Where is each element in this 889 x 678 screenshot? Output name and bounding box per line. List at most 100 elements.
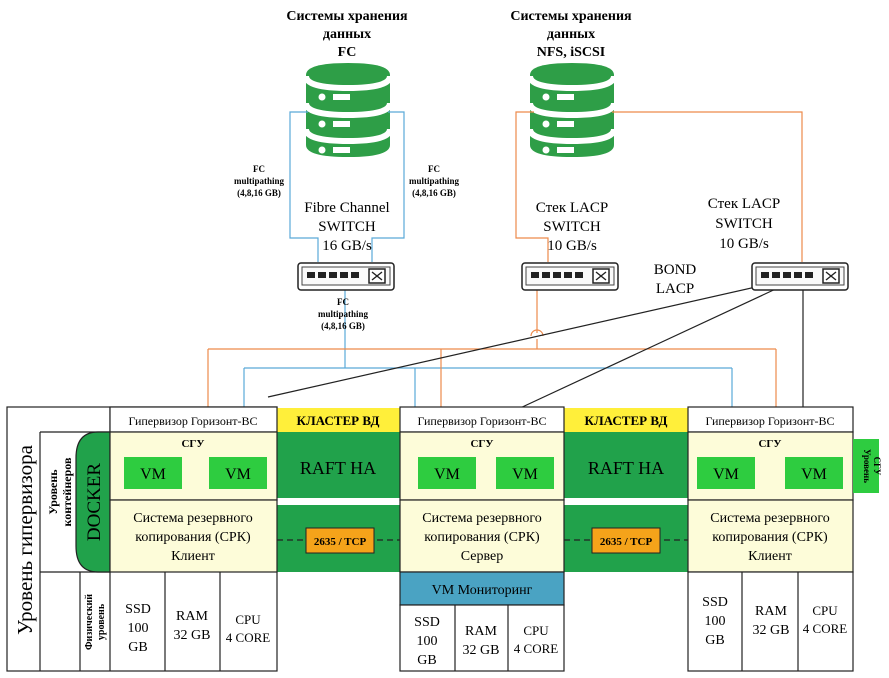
- port-label-left: 2635 / TCP: [314, 536, 367, 548]
- host-2-sgu-label: СГУ: [470, 438, 493, 450]
- svg-text:FC: FC: [428, 164, 440, 174]
- containers-level-label: Уровень контейнеров: [46, 457, 74, 526]
- svg-text:Система резервного: Система резервного: [133, 511, 252, 526]
- port-label-right: 2635 / TCP: [600, 536, 653, 548]
- svg-text:SWITCH: SWITCH: [318, 219, 376, 235]
- bond-lacp-label: BOND LACP: [654, 262, 697, 297]
- svg-text:multipathing: multipathing: [409, 176, 460, 186]
- host-2-cpu: CPU 4 CORE: [514, 623, 558, 656]
- sgu-level-side-bg: [853, 439, 879, 493]
- svg-text:SWITCH: SWITCH: [715, 216, 773, 232]
- host-1: Гипервизор Горизонт-ВС СГУ VM VM Система…: [109, 406, 278, 671]
- host-1-hypervisor-label: Гипервизор Горизонт-ВС: [128, 414, 257, 428]
- fc-multipath-right-label: FC multipathing (4,8,16 GB): [409, 164, 460, 198]
- svg-text:4 CORE: 4 CORE: [226, 630, 270, 645]
- svg-text:RAM: RAM: [465, 624, 497, 639]
- svg-text:16 GB/s: 16 GB/s: [322, 238, 372, 254]
- host-3-ram: RAM 32 GB: [753, 604, 790, 638]
- svg-text:4 CORE: 4 CORE: [514, 641, 558, 656]
- svg-text:Клиент: Клиент: [171, 549, 215, 564]
- fc-switch-icon: [297, 262, 395, 291]
- host-2-ssd: SSD 100 GB: [414, 615, 440, 668]
- svg-text:(4,8,16 GB): (4,8,16 GB): [321, 321, 365, 331]
- svg-text:Уровень: Уровень: [862, 449, 872, 483]
- fc-multipath-bottom-label: FC multipathing (4,8,16 GB): [318, 297, 369, 331]
- svg-text:VM: VM: [512, 466, 538, 483]
- svg-text:100: 100: [417, 634, 438, 649]
- host-2: Гипервизор Горизонт-ВС СГУ VM VM Система…: [399, 406, 565, 672]
- fc-multipath-left-label: FC multipathing (4,8,16 GB): [234, 164, 285, 198]
- lacp-switch-2-icon: [751, 262, 849, 291]
- nfs-storage-title-1: Системы хранения: [510, 9, 632, 24]
- docker-shape: [75, 431, 111, 573]
- svg-text:СГУ: СГУ: [872, 457, 882, 476]
- svg-text:multipathing: multipathing: [318, 309, 369, 319]
- svg-text:10 GB/s: 10 GB/s: [719, 236, 769, 252]
- fc-storage-title-2: данных: [323, 27, 371, 42]
- svg-text:GB: GB: [417, 653, 436, 668]
- svg-text:Стек LACP: Стек LACP: [536, 200, 608, 216]
- svg-text:32 GB: 32 GB: [463, 643, 500, 658]
- svg-text:multipathing: multipathing: [234, 176, 285, 186]
- svg-text:FC: FC: [337, 297, 349, 307]
- monitoring-vm-label: VM Мониторинг: [432, 583, 533, 598]
- svg-text:100: 100: [128, 621, 149, 636]
- cluster-label-right: КЛАСТЕР ВД: [585, 413, 668, 428]
- host-1-vm-2: [209, 457, 267, 489]
- nfs-links: [207, 111, 803, 409]
- svg-text:копирования (СРК): копирования (СРК): [424, 530, 540, 545]
- host-3: Гипервизор Горизонт-ВС СГУ VM VM Система…: [687, 406, 854, 672]
- host-1-ram: RAM 32 GB: [174, 609, 211, 643]
- cluster-label-left-bg: [277, 408, 400, 432]
- host-2-hypervisor-label: Гипервизор Горизонт-ВС: [417, 414, 546, 428]
- svg-text:4 CORE: 4 CORE: [803, 621, 847, 636]
- svg-text:(4,8,16 GB): (4,8,16 GB): [412, 188, 456, 198]
- svg-text:VM: VM: [801, 466, 827, 483]
- host-2-vm-2: [496, 457, 554, 489]
- svg-text:BOND: BOND: [654, 262, 697, 278]
- svg-text:FC: FC: [253, 164, 265, 174]
- svg-text:Стек LACP: Стек LACP: [708, 196, 780, 212]
- host-1-vm-1: [124, 457, 182, 489]
- bond-links: [267, 279, 804, 410]
- svg-text:Система резервного: Система резервного: [710, 511, 829, 526]
- nfs-storage-database-icon: [530, 63, 614, 157]
- svg-text:копирования (СРК): копирования (СРК): [712, 530, 828, 545]
- svg-text:SSD: SSD: [702, 595, 728, 610]
- svg-text:Физический: Физический: [84, 594, 95, 650]
- svg-text:10 GB/s: 10 GB/s: [547, 238, 597, 254]
- svg-text:Fibre Channel: Fibre Channel: [304, 200, 389, 216]
- host-3-hypervisor-label: Гипервизор Горизонт-ВС: [705, 414, 834, 428]
- host-2-ram: RAM 32 GB: [463, 624, 500, 658]
- nfs-storage-title-2: данных: [547, 27, 595, 42]
- svg-text:Клиент: Клиент: [748, 549, 792, 564]
- host-2-vm-1: [418, 457, 476, 489]
- nfs-storage-title-3: NFS, iSCSI: [537, 45, 605, 60]
- cluster-label-right-bg: [564, 408, 688, 432]
- host-3-cpu: CPU 4 CORE: [803, 603, 847, 636]
- svg-text:CPU: CPU: [812, 603, 838, 618]
- svg-text:SSD: SSD: [414, 615, 440, 630]
- svg-text:Уровень: Уровень: [46, 469, 60, 515]
- svg-text:LACP: LACP: [656, 281, 694, 297]
- svg-text:VM: VM: [140, 466, 166, 483]
- cluster-label-left: КЛАСТЕР ВД: [297, 413, 380, 428]
- svg-text:(4,8,16 GB): (4,8,16 GB): [237, 188, 281, 198]
- svg-text:SSD: SSD: [125, 602, 151, 617]
- docker-label: DOCKER: [84, 463, 105, 541]
- monitoring-vm-box: [399, 571, 565, 606]
- raft-ha-left: RAFT HA: [300, 458, 376, 478]
- lacp-switch-2-label: Стек LACP SWITCH 10 GB/s: [708, 196, 780, 252]
- lacp-switch-1-label: Стек LACP SWITCH 10 GB/s: [536, 200, 608, 254]
- host-1-sgu-label: СГУ: [181, 438, 204, 450]
- svg-text:Сервер: Сервер: [461, 549, 503, 564]
- svg-text:CPU: CPU: [523, 623, 549, 638]
- host-1-cpu: CPU 4 CORE: [226, 612, 270, 645]
- svg-text:Система резервного: Система резервного: [422, 511, 541, 526]
- port-box-right: [591, 527, 661, 554]
- svg-text:контейнеров: контейнеров: [60, 457, 74, 526]
- port-box-left: [305, 527, 375, 554]
- svg-text:32 GB: 32 GB: [174, 628, 211, 643]
